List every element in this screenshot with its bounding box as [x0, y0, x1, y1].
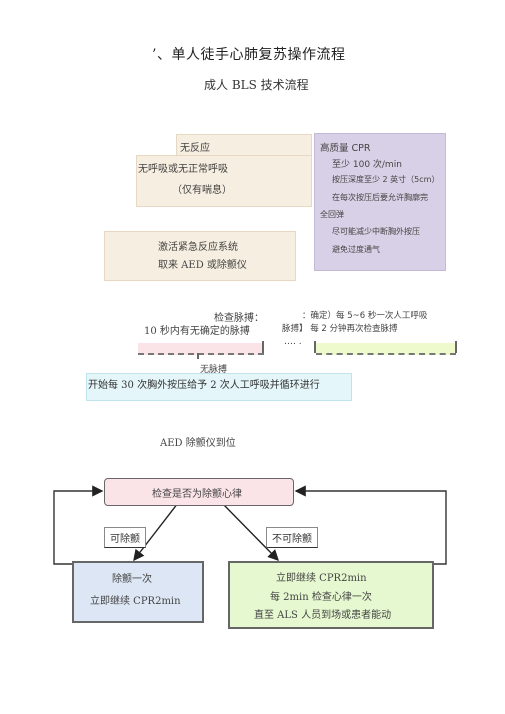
assessment-line-2: 无呼吸或无正常呼吸 [138, 164, 228, 175]
cpr-quality-item-3: 在每次按压后要允许胸廓完 [332, 193, 428, 202]
pulse-bracket-edge-right [455, 341, 457, 353]
non-shockable-label: 不可除颤 [266, 527, 318, 548]
cpr-quality-item-2: 按压深度至少 2 英寸（5cm） [332, 175, 440, 184]
cpr-quality-item-6: 避免过度通气 [332, 245, 380, 254]
no-pulse-connector [197, 353, 199, 359]
cpr-quality-item-1: 至少 100 次/min [332, 160, 402, 170]
shockable-label: 可除颤 [104, 527, 146, 548]
pulse-check-label: 检查脉搏： [214, 313, 264, 324]
cpr-quality-item-4: 全回弹 [320, 210, 344, 219]
pulse-bracket-edge-left [314, 341, 316, 353]
pulse-bracket [316, 343, 456, 355]
assessment-box-bottom [136, 155, 312, 207]
cpr-quality-title: 高质量 CPR [320, 143, 371, 154]
no-pulse-bracket-edge [262, 341, 264, 353]
no-pulse-bracket [138, 343, 264, 355]
arrow-to-continue [221, 502, 279, 561]
pulse-right-line-1: ：确定）每 5~6 秒一次人工呼吸 [302, 311, 428, 321]
shock-box [72, 561, 204, 623]
pulse-right-line-2: 脉搏】 每 2 分钟再次检查脉搏 [282, 324, 398, 334]
continue-cpr-box [228, 561, 434, 629]
continue-line-3: 直至 ALS 人员到场或患者能动 [254, 610, 392, 621]
assessment-line-1: 无反应 [180, 143, 210, 154]
shock-line-2: 立即继续 CPR2min [90, 596, 181, 607]
activate-ems-line-1: 激活紧急反应系统 [158, 242, 238, 253]
rhythm-check-box [104, 478, 294, 506]
loop-right-line [294, 485, 447, 565]
start-cpr-box [86, 373, 352, 401]
page-subtitle: 成人 BLS 技术流程 [204, 78, 309, 92]
shock-line-1: 除颤一次 [112, 574, 152, 585]
start-cpr-text: 开始每 30 次胸外按压给予 2 次人工呼吸并循环进行 [88, 380, 320, 391]
activate-ems-box [104, 231, 296, 281]
continue-line-1: 立即继续 CPR2min [276, 573, 367, 584]
page-title: ’、单人徒手心肺复苏操作流程 [152, 47, 346, 63]
arrow-to-shock [133, 502, 179, 562]
loop-left-line [53, 485, 104, 565]
rhythm-check-text: 检查是否为除颤心律 [152, 489, 242, 500]
pulse-check-left: 10 秒内有无确定的脉搏 [144, 326, 250, 337]
pulse-dots: …. . [284, 337, 302, 347]
aed-arrive-text: AED 除颤仪到位 [160, 438, 236, 449]
activate-ems-line-2: 取来 AED 或除颤仪 [158, 260, 247, 271]
cpr-quality-box [314, 133, 446, 271]
cpr-quality-item-5: 尽可能减少中断胸外按压 [332, 227, 420, 236]
continue-line-2: 每 2min 检查心律一次 [270, 592, 372, 603]
assessment-line-3: （仅有喘息） [172, 185, 232, 196]
no-pulse-label: 无脉搏 [200, 365, 228, 375]
